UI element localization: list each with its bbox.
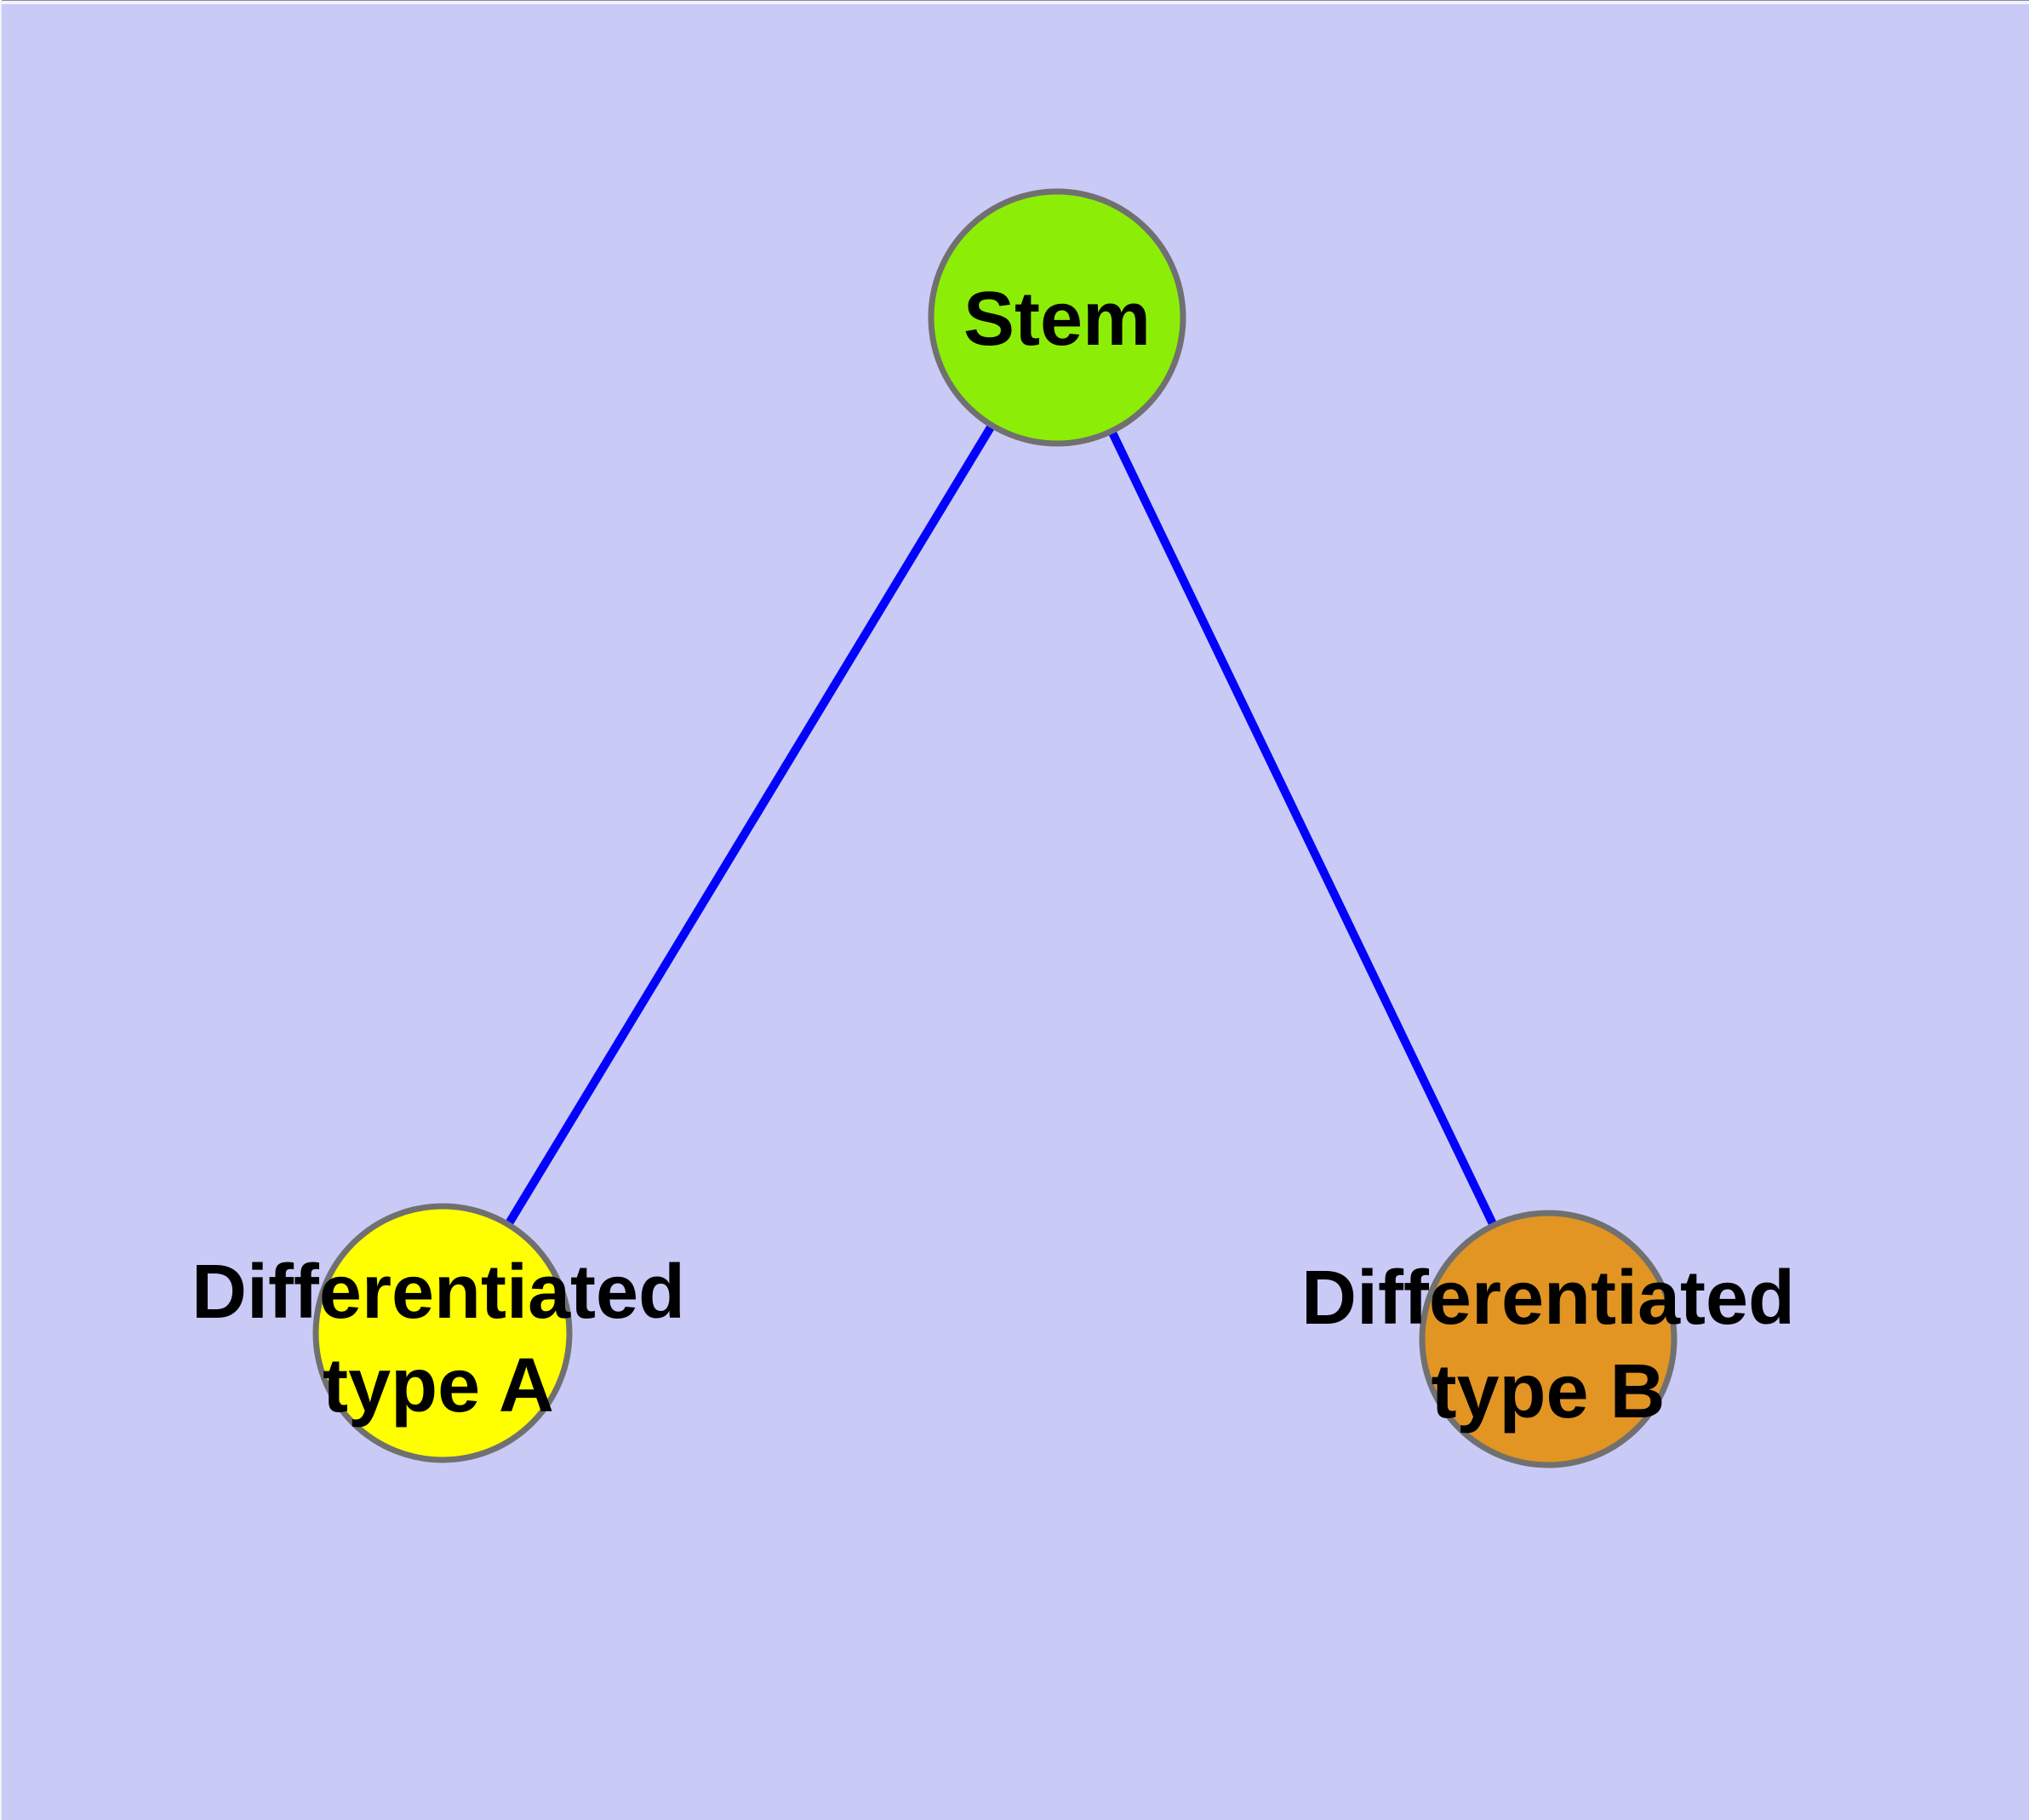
node-type-b-label-line2: type B <box>1431 1349 1665 1434</box>
node-type-a-label-line2: type A <box>323 1343 554 1428</box>
node-type-b-label-line1: Differentiated <box>1301 1256 1795 1341</box>
edge-stem-to-type-b <box>1053 315 1552 1342</box>
node-type-a-label-line1: Differentiated <box>191 1250 685 1335</box>
node-stem-circle <box>928 188 1186 447</box>
node-stem-label: Stem <box>963 277 1151 362</box>
window-top-edge <box>0 0 2029 4</box>
node-type-b-circle <box>1419 1210 1677 1468</box>
node-type-a-circle <box>312 1203 573 1463</box>
window-left-edge <box>0 0 2 1820</box>
edge-stem-to-type-a <box>438 315 1061 1336</box>
